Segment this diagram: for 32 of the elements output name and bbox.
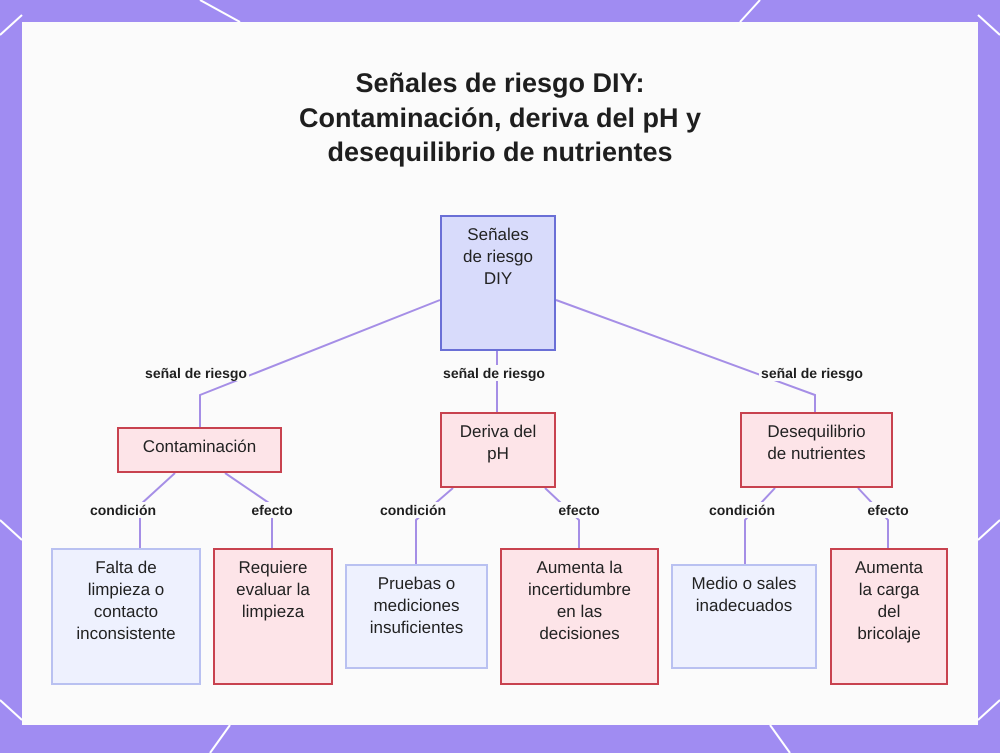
edge-label: señal de riesgo — [143, 365, 249, 381]
edge-label: efecto — [556, 502, 602, 518]
edge-label: condición — [706, 502, 778, 518]
edge-label: señal de riesgo — [441, 365, 547, 381]
edge-label: condición — [378, 502, 448, 518]
risk-box — [440, 412, 556, 488]
condition-box — [345, 564, 488, 669]
risk-box — [740, 412, 893, 488]
diagram-title: Señales de riesgo DIY: Contaminación, deriva del pH y desequilibrio de nutrientes — [298, 67, 702, 170]
edge-label: efecto — [249, 502, 295, 518]
node-text: Señales de riesgo DIY — [462, 224, 534, 290]
connector-line — [199, 299, 440, 427]
edge-label: condición — [88, 502, 158, 518]
effect-box — [830, 548, 948, 685]
node-text: Deriva del pH — [458, 421, 538, 465]
node-text: Falta de limpieza o contacto inconsistente — [75, 557, 177, 645]
root-box — [440, 215, 556, 351]
node-text: Requiere evaluar la limpieza — [235, 557, 311, 623]
condition-box — [51, 548, 201, 685]
node-text: Desequilibrio de nutrientes — [766, 421, 867, 465]
connector-line — [556, 299, 816, 412]
node-text: Medio o sales inadecuados — [690, 573, 798, 617]
node-text: Contaminación — [142, 436, 256, 458]
node-text: Aumenta la incertidumbre en las decisiones — [527, 557, 632, 645]
risk-box — [117, 427, 282, 473]
edge-label: señal de riesgo — [759, 365, 865, 381]
condition-box — [671, 564, 817, 669]
node-text: Pruebas o mediciones insuficientes — [368, 573, 464, 639]
effect-box — [213, 548, 333, 685]
edge-label: efecto — [865, 502, 911, 518]
node-text: Aumenta la carga del bricolaje — [854, 557, 924, 645]
effect-box — [500, 548, 659, 685]
